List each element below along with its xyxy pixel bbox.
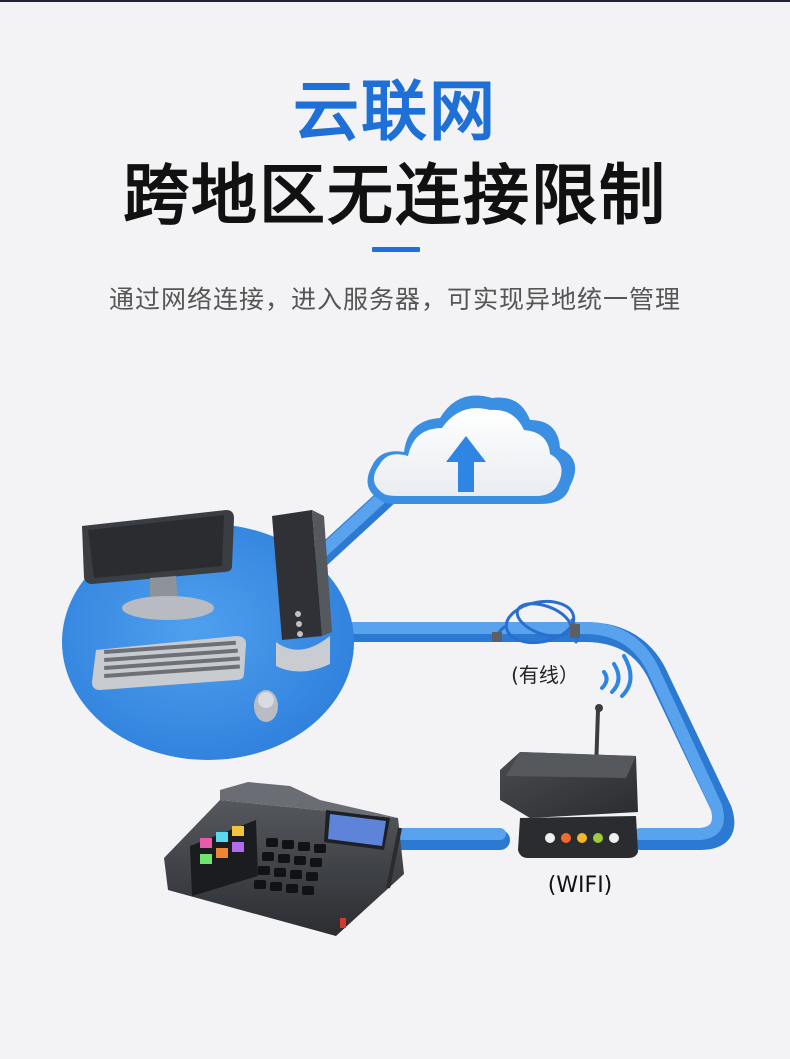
pos-terminal-icon xyxy=(164,782,404,936)
headline-primary: 云联网 xyxy=(293,73,497,150)
cloud-upload-icon xyxy=(367,395,576,504)
wifi-signal-icon xyxy=(600,654,633,698)
desktop-computer-icon xyxy=(62,510,354,760)
title-divider xyxy=(372,247,420,252)
router-icon xyxy=(500,704,638,858)
wired-connection-label: (有线） xyxy=(511,663,579,687)
wifi-connection-label: (WIFI) xyxy=(547,873,613,898)
network-cable-icon xyxy=(492,599,580,645)
headline-secondary: 跨地区无连接限制 xyxy=(123,157,667,234)
network-illustration xyxy=(62,395,735,936)
page-subtitle: 通过网络连接，进入服务器，可实现异地统一管理 xyxy=(108,285,681,314)
top-border xyxy=(0,0,790,2)
